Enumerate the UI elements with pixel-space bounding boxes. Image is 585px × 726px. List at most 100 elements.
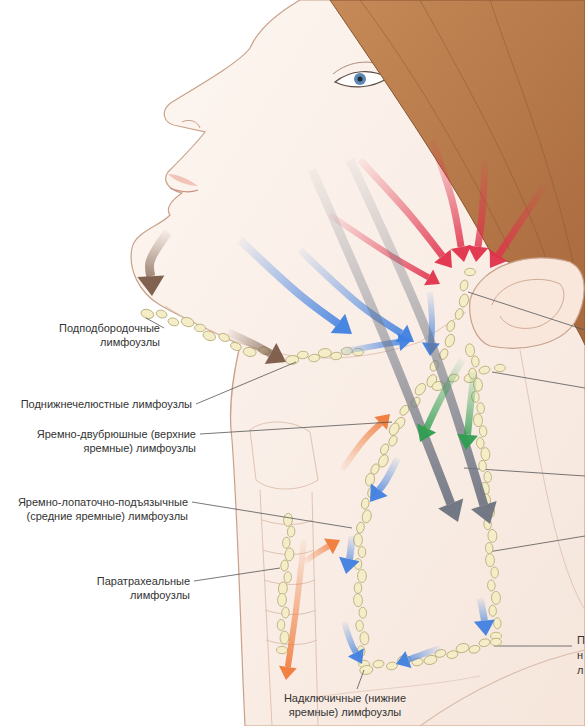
lymph-node (489, 605, 497, 616)
lymph-node (445, 320, 456, 333)
arrow-head (279, 666, 297, 680)
arrow-shaft (379, 458, 398, 490)
drainage-arrow (340, 333, 412, 352)
label-text: П (577, 634, 585, 646)
lymph-node (465, 343, 475, 357)
leader-line (464, 292, 585, 646)
drainage-arrow (304, 539, 340, 562)
arrow-head (417, 424, 436, 442)
arrow-shaft (288, 540, 304, 667)
region-label: Паратрахеальные лимфоузлы (70, 575, 190, 603)
arrow-head (137, 275, 164, 296)
lymph-node (479, 425, 488, 437)
lymph-node (493, 618, 501, 629)
lymph-node (155, 309, 168, 319)
leader-line (200, 422, 392, 434)
drainage-arrow (312, 170, 463, 522)
arrow-shaft (240, 240, 338, 323)
leader-line (357, 670, 364, 689)
arrow-head (434, 249, 452, 268)
arrow-shaft (350, 160, 484, 505)
label-text: н (577, 649, 583, 661)
cut-label: л (577, 664, 585, 678)
lymph-node (478, 460, 487, 472)
drainage-arrow (468, 160, 489, 262)
lymph-node (358, 547, 365, 558)
lymph-node (491, 567, 499, 578)
leader-line (196, 362, 296, 404)
arrow-shaft (468, 372, 474, 435)
arrow-head (451, 245, 472, 262)
lymph-node-chains (140, 268, 506, 675)
pupil (358, 77, 363, 82)
drainage-arrow (396, 648, 440, 668)
arrow-head (348, 648, 364, 664)
lymph-node (483, 471, 492, 483)
drainage-arrow (474, 598, 495, 636)
ear (470, 258, 584, 348)
lymph-node (277, 593, 286, 606)
lymph-node (471, 356, 480, 368)
lip-fill (168, 174, 198, 186)
shoulder (420, 650, 585, 726)
lymph-node (285, 548, 295, 562)
arrow-head (396, 651, 411, 668)
arrow-head (457, 434, 478, 450)
lymph-node (491, 638, 502, 645)
label-text: Паратрахеальные лимфоузлы (97, 575, 190, 601)
arrow-head (374, 414, 390, 430)
lymph-node (284, 572, 292, 584)
drainage-arrow (344, 622, 364, 664)
lymph-node (476, 437, 485, 449)
lymph-node (180, 316, 195, 328)
lymph-node (372, 659, 384, 668)
lymph-node (485, 553, 495, 566)
lymph-node (478, 638, 490, 648)
lymph-node (379, 443, 391, 456)
leader-line (192, 502, 352, 528)
region-label: Подподбородочные лимфоузлы (30, 322, 160, 350)
region-label: Поднижнечелюстные лимфоузлы (2, 398, 192, 412)
lymph-node (277, 646, 288, 653)
arrow-shaft (344, 622, 356, 652)
arrow-head (265, 343, 286, 364)
arrow-shaft (150, 232, 168, 276)
lymph-node (353, 593, 363, 607)
lymph-node (413, 381, 428, 397)
drainage-arrow (350, 160, 497, 524)
lymph-node (495, 364, 506, 371)
drainage-arrows (137, 140, 545, 680)
lymph-node (455, 642, 470, 654)
arrow-shaft (427, 360, 462, 428)
lymph-node (444, 333, 457, 348)
arrow-shaft (432, 140, 461, 247)
drainage-arrow (370, 458, 398, 502)
arrow-head (324, 539, 340, 555)
lymph-node (478, 365, 491, 375)
lymph-node (167, 317, 180, 327)
label-text: Яремно-двубрюшные (верхние яремные) лимф… (37, 428, 196, 454)
trachea (250, 422, 318, 726)
drainage-arrow (490, 185, 545, 268)
lymph-node (229, 341, 242, 352)
lymph-node (202, 329, 217, 342)
lymph-node (356, 521, 365, 533)
lymph-node (356, 620, 364, 631)
lymph-node (488, 529, 498, 543)
lymph-node (364, 472, 375, 486)
lymph-node (318, 348, 332, 358)
arrow-head (339, 557, 359, 574)
neck-back (520, 350, 585, 610)
lymph-node (280, 631, 289, 644)
arrow-shaft (408, 648, 440, 659)
arrow-shaft (349, 536, 352, 559)
lymph-node (359, 607, 367, 618)
lymph-node (280, 560, 288, 572)
region-label: Яремно-двубрюшные (верхние яремные) лимф… (16, 428, 196, 456)
lymph-node (485, 542, 493, 553)
label-text: Надключичные (нижние яремные) лимфоузлы (284, 692, 406, 718)
ear-inner (492, 279, 564, 328)
lymph-node (454, 308, 465, 321)
lymph-node (360, 632, 370, 646)
